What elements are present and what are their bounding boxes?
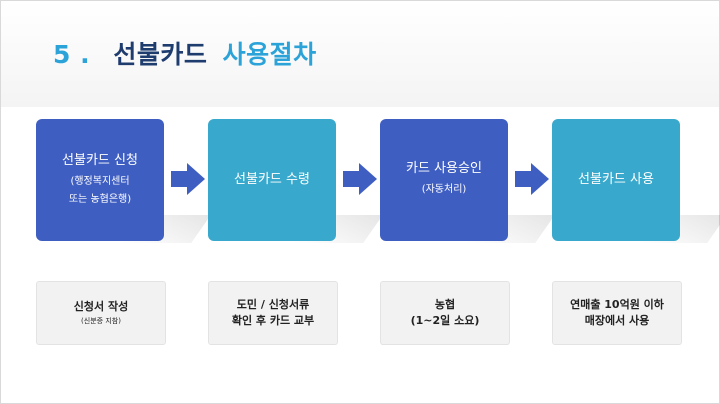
title-accent: 사용절차 (222, 40, 317, 69)
note-line: 신청서 작성 (73, 300, 129, 313)
step-use-box: 선불카드 사용 (552, 119, 680, 241)
note-box: 신청서 작성 (신분증 지참) (36, 281, 166, 345)
step-sub: (행정복지센터 (70, 176, 130, 187)
note-line: (신분증 지참) (81, 317, 121, 325)
note-line: 농협 (434, 298, 456, 311)
note-box: 농협 (1~2일 소요) (380, 281, 510, 345)
title-number: 5 . (53, 40, 91, 69)
note-line: (1~2일 소요) (410, 314, 480, 327)
note-line: 연매출 10억원 이하 (570, 298, 664, 311)
title-main: 선불카드 (113, 40, 208, 69)
right-arrow-icon (515, 163, 549, 195)
step-label: 선불카드 사용 (578, 172, 654, 187)
step-sub: 또는 농협은행) (68, 194, 132, 205)
step-receive-box: 선불카드 수령 (208, 119, 336, 241)
note-box: 도민 / 신청서류 확인 후 카드 교부 (208, 281, 338, 345)
step-label: 카드 사용승인 (406, 161, 482, 176)
note-box: 연매출 10억원 이하 매장에서 사용 (552, 281, 682, 345)
title-band (1, 1, 719, 107)
step-apply-box: 선불카드 신청 (행정복지센터 또는 농협은행) (36, 119, 164, 241)
right-arrow-icon (171, 163, 205, 195)
right-arrow-icon (343, 163, 377, 195)
step-label: 선불카드 신청 (62, 153, 138, 168)
note-line: 확인 후 카드 교부 (231, 314, 315, 327)
note-line: 도민 / 신청서류 (236, 298, 310, 311)
step-label: 선불카드 수령 (234, 172, 310, 187)
note-line: 매장에서 사용 (584, 314, 650, 327)
step-sub: (자동처리) (421, 184, 467, 195)
page-title: 5 . 선불카드 사용절차 (53, 35, 317, 71)
step-approve-box: 카드 사용승인 (자동처리) (380, 119, 508, 241)
